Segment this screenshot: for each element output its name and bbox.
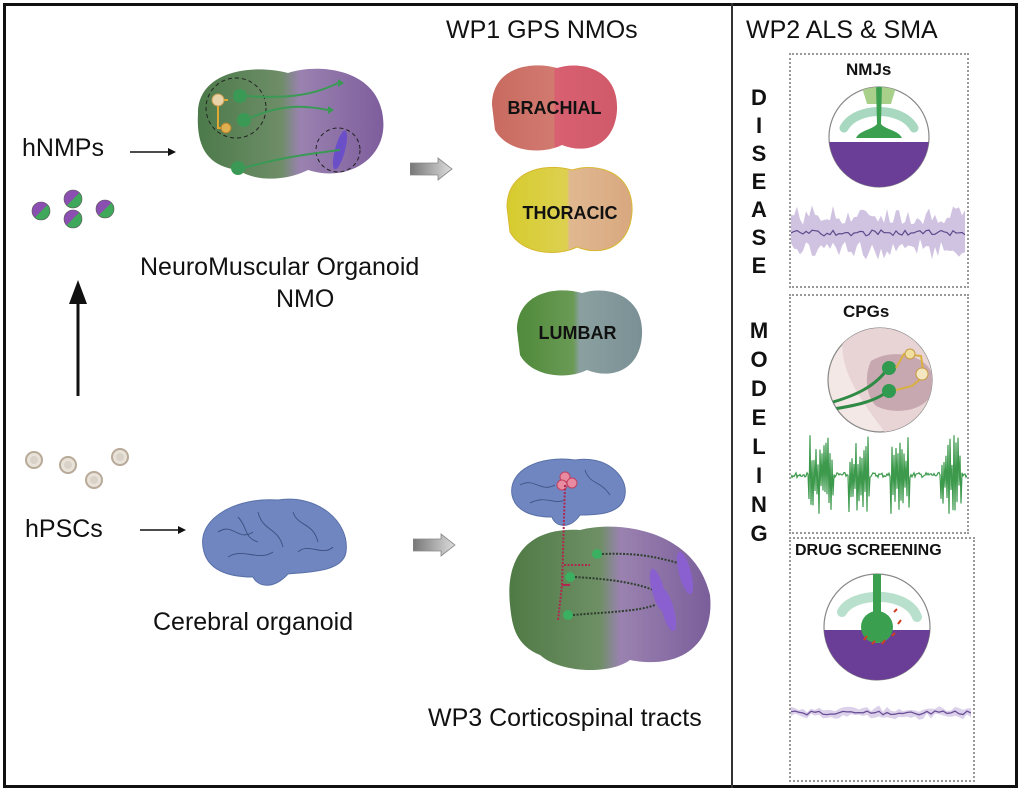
vertical-letter: S <box>751 141 767 166</box>
drug-screening-illustration <box>823 573 931 681</box>
vertical-letter: D <box>751 85 767 110</box>
nmj-panel <box>789 53 969 288</box>
drug-screening-panel <box>789 537 975 782</box>
wp1-title: WP1 GPS NMOs <box>446 16 638 44</box>
vertical-letter: I <box>755 463 763 488</box>
brachial-label: BRACHIAL <box>507 98 602 118</box>
vertical-letter: N <box>751 492 767 517</box>
differentiation-arrow-icon <box>69 280 87 396</box>
nmj-illustration <box>828 86 930 188</box>
corticospinal-tracts-illustration <box>509 458 711 671</box>
vertical-letter: G <box>750 521 768 546</box>
cpg-panel-label: CPGs <box>843 302 890 321</box>
nmo-label-line1: NeuroMuscular Organoid <box>140 253 420 281</box>
vertical-letter: I <box>755 113 763 138</box>
vertical-letter: L <box>752 434 766 459</box>
thoracic-label: THORACIC <box>522 203 618 223</box>
brachial-organoid-illustration <box>492 65 618 151</box>
neuromuscular-organoid-illustration <box>197 68 384 179</box>
vertical-letter: E <box>751 169 767 194</box>
lumbar-organoid-illustration <box>517 290 643 376</box>
hpscs-arrow-icon <box>140 526 186 534</box>
wp3-title: WP3 Corticospinal tracts <box>428 704 702 732</box>
drug-screening-trace <box>791 705 971 720</box>
wp3-arrow-icon <box>413 533 456 557</box>
nmj-panel-label: NMJs <box>846 60 892 79</box>
vertical-letter: A <box>751 197 767 222</box>
vertical-letter: E <box>751 253 767 278</box>
nmo-label-line2: NMO <box>276 285 335 313</box>
thoracic-organoid-illustration <box>506 166 633 253</box>
section-divider <box>731 3 733 788</box>
vertical-letter: E <box>751 405 767 430</box>
hnmp-cells-icon <box>31 189 115 229</box>
cerebral-organoid-illustration <box>202 498 347 586</box>
cpg-panel <box>789 294 969 534</box>
cpg-trace <box>791 435 967 514</box>
vertical-letter: O <box>750 347 768 372</box>
lumbar-label: LUMBAR <box>538 323 617 343</box>
hnmps-arrow-icon <box>130 148 176 156</box>
nmj-trace <box>791 205 966 260</box>
wp2-title: WP2 ALS & SMA <box>746 16 938 44</box>
vertical-letter: D <box>751 376 767 401</box>
drug-screening-panel-label: DRUG SCREENING <box>795 542 942 559</box>
hpsc-cells-icon <box>25 448 129 489</box>
hnmps-label: hNMPs <box>22 134 104 162</box>
cpg-illustration <box>827 327 933 433</box>
cerebral-organoid-label: Cerebral organoid <box>153 608 354 636</box>
vertical-letter: M <box>749 318 769 343</box>
vertical-letter: S <box>751 225 767 250</box>
wp1-arrow-icon <box>410 157 453 181</box>
hpscs-label: hPSCs <box>25 515 103 543</box>
